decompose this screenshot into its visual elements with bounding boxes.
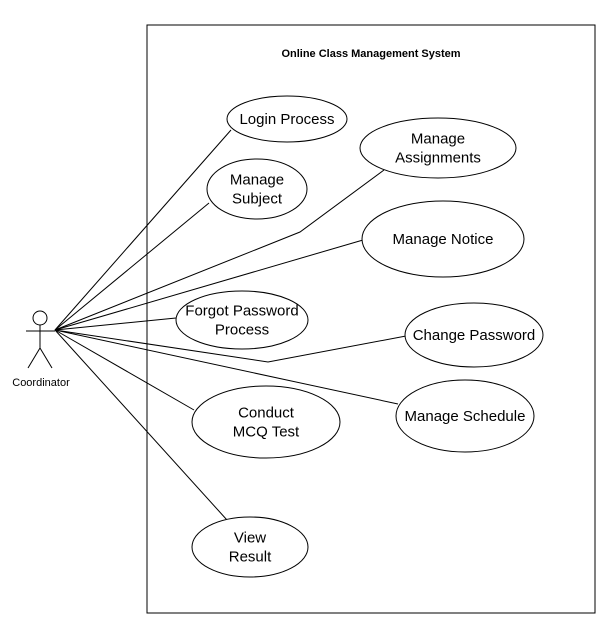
use-case-label: Change Password (413, 327, 536, 344)
association-change-password (54, 329, 407, 363)
use-case-ellipse (395, 379, 535, 453)
association-manage-notice (54, 239, 364, 331)
use-case-label: View (234, 530, 266, 547)
use-case-ellipse (361, 200, 525, 278)
use-case-label: Manage Notice (393, 231, 494, 248)
associations (54, 129, 407, 521)
use-case-ellipse (191, 516, 309, 578)
use-case-ellipse (206, 158, 308, 220)
use-case-ellipse (359, 117, 517, 179)
association-forgot-password (54, 317, 177, 331)
use-case-ellipse (226, 95, 348, 143)
use-case-ellipse (175, 290, 309, 350)
use-case-manage-notice: Manage Notice (361, 200, 525, 278)
association-login (54, 129, 232, 331)
use-case-label: Conduct (238, 405, 295, 422)
system-boundary (146, 24, 596, 614)
association-manage-assignments (54, 169, 385, 331)
use-case-change-password: Change Password (404, 302, 544, 368)
actor-left-leg (27, 347, 41, 369)
use-case-label: Subject (232, 191, 283, 208)
actor-coordinator: Coordinator (12, 310, 70, 389)
use-case-label: MCQ Test (233, 424, 300, 441)
association-view-result (54, 329, 228, 521)
use-case-login: Login Process (226, 95, 348, 143)
use-case-label: Result (229, 549, 272, 566)
association-manage-subject (54, 202, 210, 331)
use-case-ellipse (404, 302, 544, 368)
use-case-label: Forgot Password (185, 303, 298, 320)
actor-head (32, 310, 48, 326)
use-case-label: Manage (230, 172, 284, 189)
use-case-label: Assignments (395, 150, 481, 167)
association-conduct-mcq (54, 329, 195, 411)
use-case-label: Login Process (239, 111, 334, 128)
use-case-ellipse (191, 385, 341, 459)
association-manage-schedule (54, 329, 399, 405)
actor-right-leg (39, 347, 53, 369)
system-title: Online Class Management System (281, 48, 460, 60)
use-case-manage-schedule: Manage Schedule (395, 379, 535, 453)
use-case-label: Manage Schedule (405, 408, 526, 425)
use-case-label: Manage (411, 131, 465, 148)
use-cases: Login ProcessManageSubjectManageAssignme… (175, 95, 544, 578)
actor-label: Coordinator (12, 377, 70, 389)
use-case-label: Process (215, 322, 269, 339)
